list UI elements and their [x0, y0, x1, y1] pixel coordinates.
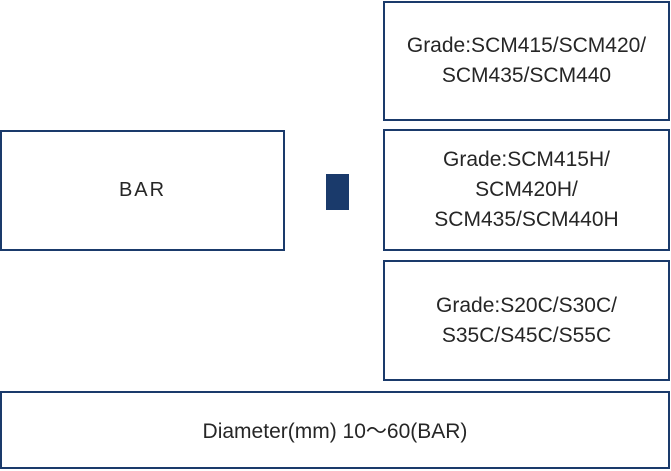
grade-line: SCM420H/	[475, 178, 578, 201]
grade-line: SCM435/SCM440	[441, 64, 612, 87]
diameter-label: Diameter(mm) 10〜60(BAR)	[202, 420, 468, 443]
grade-box-scm-h: Grade:SCM415H/ SCM420H/ SCM435/SCM440H	[383, 129, 670, 251]
grade-line: SCM435/SCM440H	[434, 208, 619, 231]
bar-box: BAR	[0, 130, 285, 251]
grade-line: Grade:SCM415/SCM420/	[406, 34, 647, 57]
grade-box-scm: Grade:SCM415/SCM420/ SCM435/SCM440	[383, 1, 670, 121]
grade-line: Grade:S20C/S30C/	[436, 293, 617, 317]
grade-box-sc: Grade:S20C/S30C/ S35C/S45C/S55C	[383, 260, 670, 381]
grade-line: Grade:SCM415H/	[443, 148, 610, 171]
bar-label: BAR	[118, 179, 167, 201]
connector-square	[326, 174, 349, 210]
diameter-box: Diameter(mm) 10〜60(BAR)	[0, 391, 670, 469]
grade-line: S35C/S45C/S55C	[441, 323, 612, 347]
